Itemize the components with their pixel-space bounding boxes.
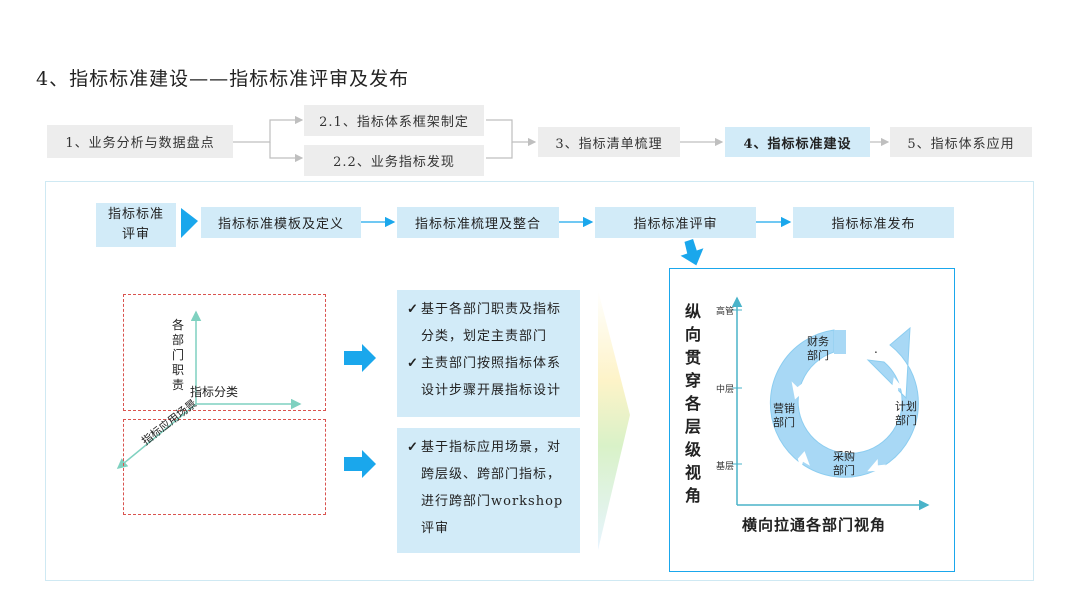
step-4-active: 4、指标标准建设 [725, 127, 870, 157]
check-icon: ✓ [407, 434, 421, 542]
dept-purchase: 采购部门 [830, 450, 858, 478]
info-item: ✓基于各部门职责及指标分类，划定主责部门 [407, 296, 570, 350]
dept-marketing: 营销部门 [770, 402, 798, 430]
info-item: ✓基于指标应用场景，对跨层级、跨部门指标，进行跨部门workshop评审 [407, 434, 570, 542]
info-box-2: ✓基于指标应用场景，对跨层级、跨部门指标，进行跨部门workshop评审 [397, 428, 580, 553]
dept-finance: 财务部门 [804, 335, 832, 363]
cycle-dot: . [874, 342, 878, 356]
step-2-2: 2.2、业务指标发现 [304, 145, 484, 176]
process-label: 指标标准评审 [96, 203, 176, 247]
info-item: ✓主责部门按照指标体系设计步骤开展指标设计 [407, 350, 570, 404]
vertical-title: 纵向贯穿各层级视角 [682, 300, 704, 507]
level-senior: 高管 [716, 304, 734, 317]
step-1: 1、业务分析与数据盘点 [47, 125, 233, 158]
process-step-template: 指标标准模板及定义 [201, 207, 361, 238]
step-2-1: 2.1、指标体系框架制定 [304, 105, 484, 136]
level-middle: 中层 [716, 382, 734, 395]
x-axis-label: 指标分类 [190, 383, 238, 400]
info-box-1: ✓基于各部门职责及指标分类，划定主责部门 ✓主责部门按照指标体系设计步骤开展指标… [397, 290, 580, 417]
info-item-text: 基于指标应用场景，对跨层级、跨部门指标，进行跨部门workshop评审 [421, 434, 570, 542]
info-item-text: 主责部门按照指标体系设计步骤开展指标设计 [421, 350, 570, 404]
check-icon: ✓ [407, 350, 421, 404]
process-step-publish: 指标标准发布 [793, 207, 954, 238]
process-step-review: 指标标准评审 [595, 207, 756, 238]
y-axis-label: 各部门职责 [171, 318, 185, 393]
step-5: 5、指标体系应用 [890, 127, 1032, 157]
dept-plan: 计划部门 [892, 400, 920, 428]
check-icon: ✓ [407, 296, 421, 350]
process-label-text: 指标标准评审 [106, 205, 166, 245]
process-step-consolidate: 指标标准梳理及整合 [397, 207, 559, 238]
info-item-text: 基于各部门职责及指标分类，划定主责部门 [421, 296, 570, 350]
bottom-title: 横向拉通各部门视角 [742, 514, 886, 535]
step-3: 3、指标清单梳理 [538, 127, 680, 157]
level-base: 基层 [716, 459, 734, 472]
